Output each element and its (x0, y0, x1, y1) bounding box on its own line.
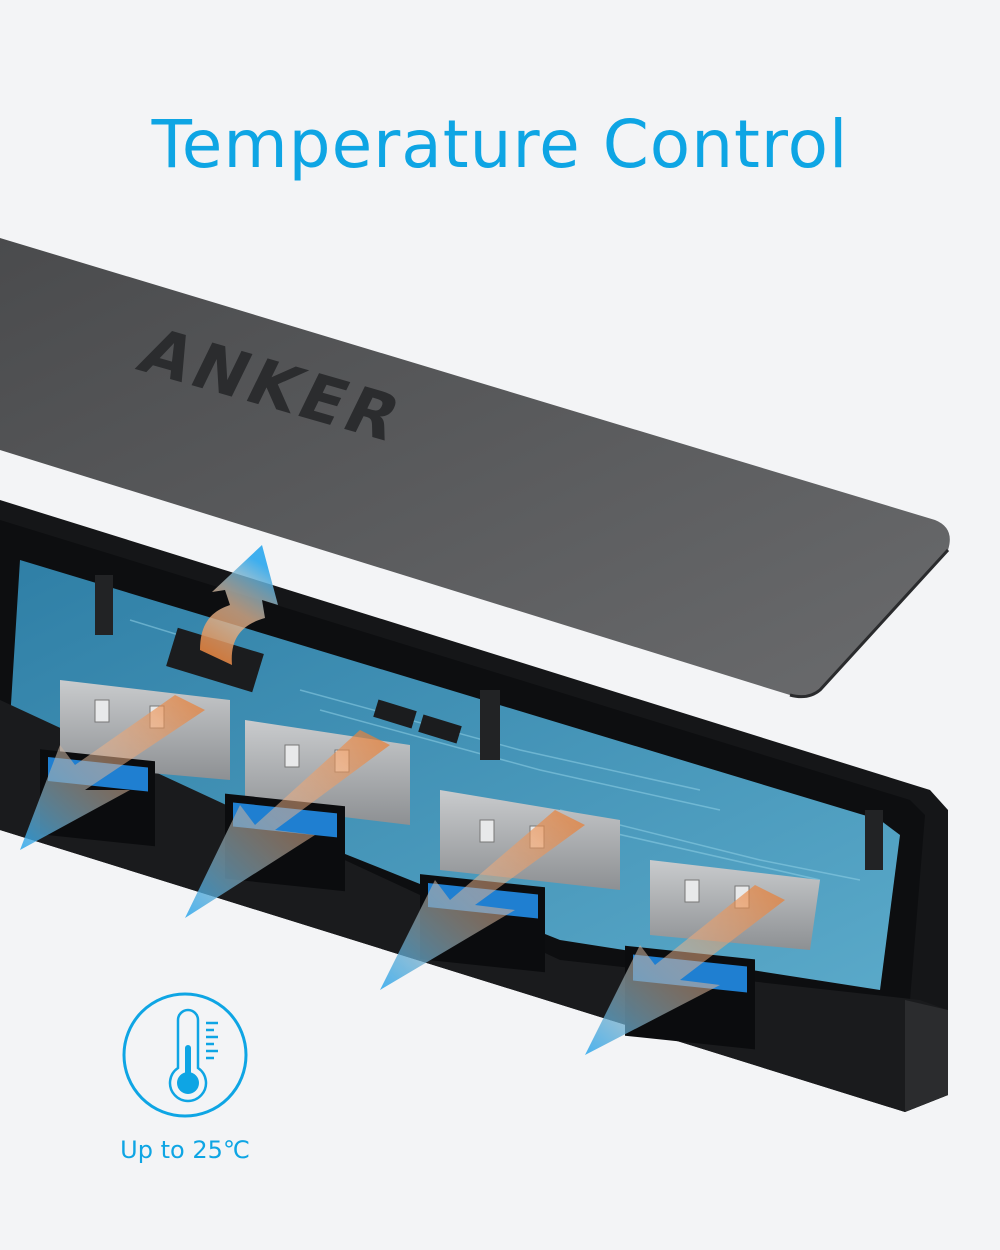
page-title: Temperature Control (151, 106, 849, 184)
temperature-badge (120, 990, 250, 1120)
temperature-label: Up to 25℃ (120, 1136, 250, 1164)
thermometer-icon (122, 992, 248, 1118)
heat-flow-arrows (20, 545, 785, 1055)
